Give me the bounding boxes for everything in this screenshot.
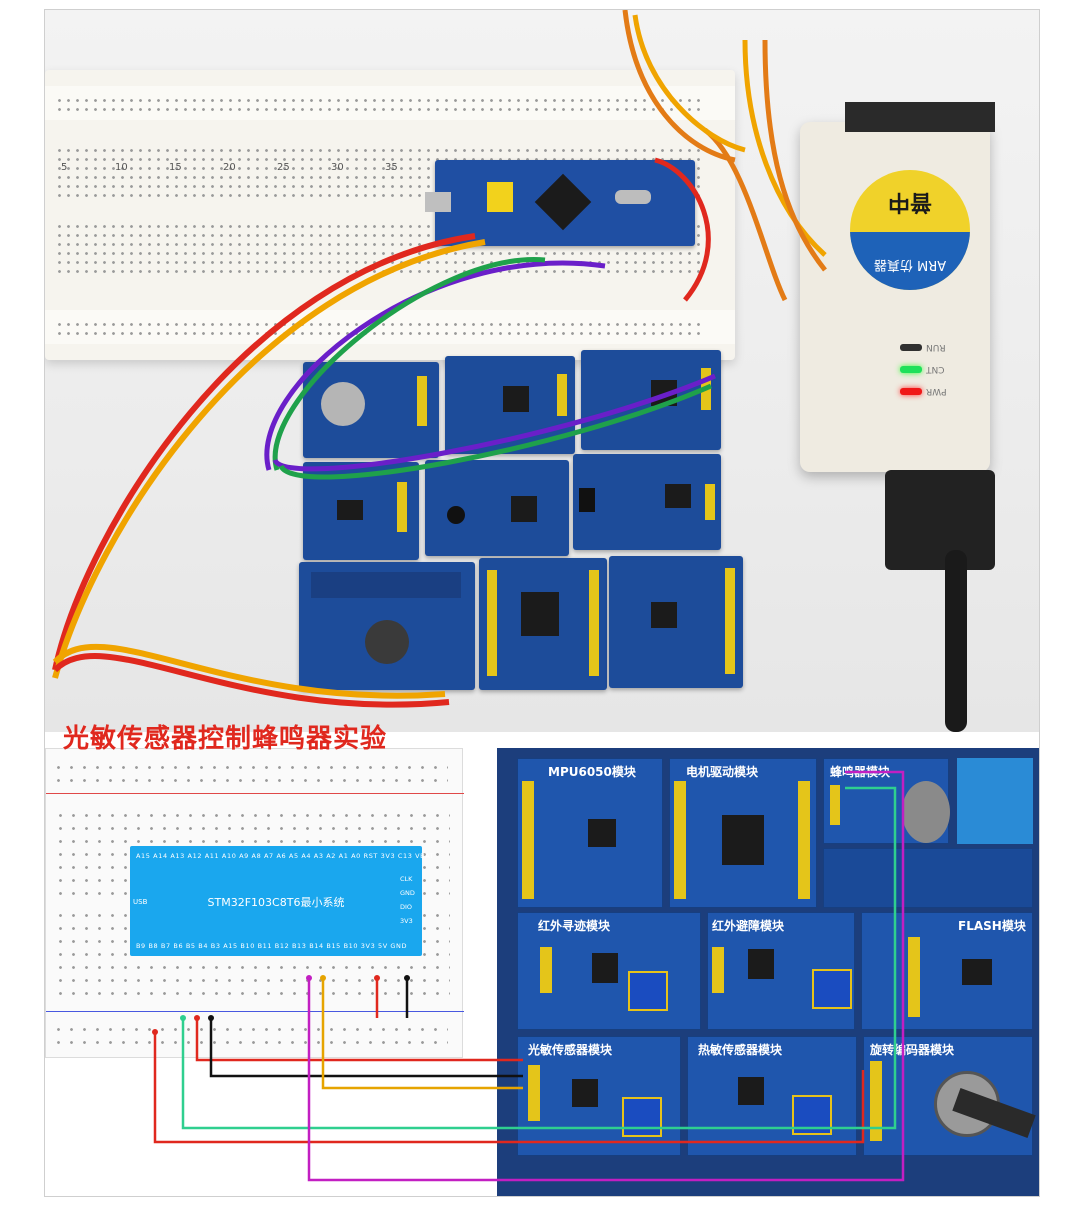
mcu-usb-label: USB [133, 898, 148, 906]
module-blank-board [957, 758, 1033, 844]
photo-module-ir-obstacle [425, 460, 569, 556]
photo-boot-jumpers [487, 182, 513, 212]
photo-jtag-emulator: ARM 仿真器 普中 RUN CNT PWR [800, 122, 990, 472]
mcu-side-pin: 3V3 [400, 917, 413, 925]
photo-module-ir-track [573, 454, 721, 550]
mcu-side-pin-labels: CLK GND DIO 3V3 [400, 872, 415, 928]
photo-jumper-wires [52, 10, 827, 708]
module-ir-obstacle: 红外避障模块 [707, 912, 855, 1030]
diagram-stm32-board: A15 A14 A13 A12 A11 A10 A9 A8 A7 A6 A5 A… [130, 846, 434, 956]
photo-stm32-board [425, 160, 695, 246]
module-thermistor: 热敏传感器模块 [687, 1036, 857, 1156]
module-title: FLASH模块 [958, 919, 1026, 933]
breadboard-number: 25 [277, 162, 290, 173]
photo-encoder-knob [321, 382, 365, 426]
hardware-photo: 5 10 15 20 25 30 35 40 45 50 55 ARM 仿真器 … [45, 10, 1039, 732]
photo-usb-cable [885, 470, 995, 570]
module-mpu6050: MPU6050模块 [517, 758, 663, 908]
mcu-side-pin: CLK [400, 875, 413, 883]
photo-jtag-ribbon [845, 102, 995, 132]
diagram-bb-top-rail [52, 761, 448, 787]
diagram-bb-bottom-rail [52, 1023, 448, 1049]
breadboard-number: 5 [61, 162, 68, 173]
breadboard-number: 20 [223, 162, 236, 173]
photo-module-encoder [303, 362, 439, 458]
breadboard-number: 10 [115, 162, 128, 173]
module-title: MPU6050模块 [548, 765, 636, 779]
mcu-name-label: STM32F103C8T6最小系统 [207, 896, 345, 909]
pwr-led [900, 388, 922, 395]
photo-module-buzzer [299, 562, 475, 690]
module-ir-track: 红外寻迹模块 [517, 912, 701, 1030]
mcu-side-pin: GND [400, 889, 415, 897]
module-title: 光敏传感器模块 [528, 1043, 613, 1057]
cnt-led [900, 366, 922, 373]
module-title: 红外寻迹模块 [538, 919, 611, 933]
photo-module-motor [479, 558, 607, 690]
mcu-side-pin: DIO [400, 903, 413, 911]
module-motor-driver: 电机驱动模块 [669, 758, 817, 908]
module-rotary-encoder: 旋转编码器模块 [863, 1036, 1036, 1156]
figure-frame: 5 10 15 20 25 30 35 40 45 50 55 ARM 仿真器 … [44, 9, 1040, 1197]
photo-usb-cable-tail [945, 550, 967, 732]
breadboard-number: 35 [385, 162, 398, 173]
diagram-title: 光敏传感器控制蜂鸣器实验 [63, 724, 388, 754]
module-title: 旋转编码器模块 [870, 1043, 955, 1057]
photo-crystal [615, 190, 651, 204]
module-title: 蜂鸣器模块 [830, 765, 891, 779]
module-headers-board [823, 848, 1033, 908]
breadboard-number: 30 [331, 162, 344, 173]
run-led [900, 344, 922, 351]
mcu-bottom-pin-labels: B9 B8 B7 B6 B5 B4 B3 A15 B10 B11 B12 B13… [136, 942, 408, 950]
module-title: 红外避障模块 [712, 919, 785, 933]
module-title: 热敏传感器模块 [698, 1043, 783, 1057]
breadboard-number: 15 [169, 162, 182, 173]
module-flash: FLASH模块 [861, 912, 1033, 1030]
photo-module-mpu6050 [609, 556, 743, 688]
photo-module-flash [303, 462, 419, 560]
module-buzzer: 蜂鸣器模块 [823, 758, 950, 844]
module-title: 电机驱动模块 [686, 765, 759, 779]
photo-usb-port [425, 192, 451, 212]
diagram-modules-photo: MPU6050模块 电机驱动模块 蜂鸣器模块 红外寻迹模块 红外避障模块 [497, 748, 1039, 1196]
mcu-top-pin-labels: A15 A14 A13 A12 A11 A10 A9 A8 A7 A6 A5 A… [136, 852, 435, 860]
photo-breadboard-top-rail [45, 86, 735, 120]
module-light-sensor: 光敏传感器模块 [517, 1036, 681, 1156]
